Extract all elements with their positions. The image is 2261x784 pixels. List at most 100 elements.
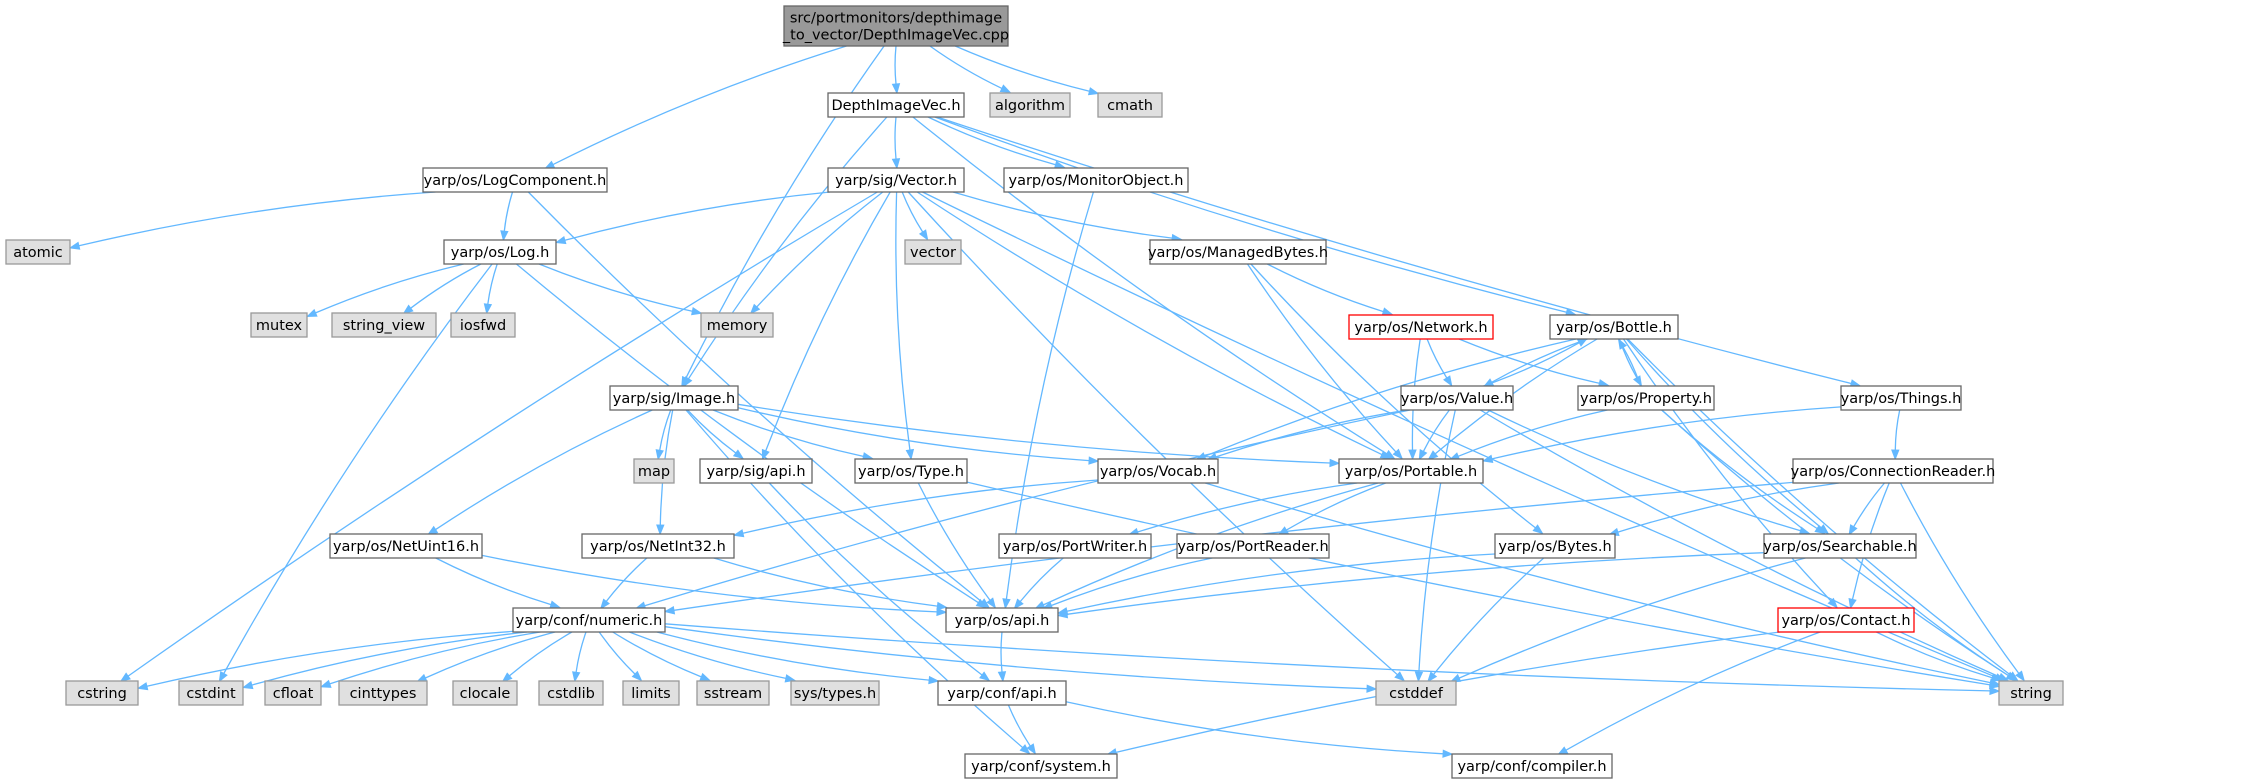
node-managedbytes[interactable]: yarp/os/ManagedBytes.h xyxy=(1148,239,1328,265)
edge-numeric-to-cstddef xyxy=(664,626,1378,693)
node-bytes[interactable]: yarp/os/Bytes.h xyxy=(1494,533,1616,559)
node-network[interactable]: yarp/os/Network.h xyxy=(1348,314,1494,340)
edge-searchable-to-cstddef xyxy=(1449,557,1806,683)
node-label: yarp/os/ManagedBytes.h xyxy=(1148,245,1328,261)
node-sstream: sstream xyxy=(696,680,770,706)
edge-arrowhead xyxy=(1414,671,1424,683)
node-contact[interactable]: yarp/os/Contact.h xyxy=(1777,607,1915,633)
edge-line xyxy=(916,191,1383,456)
edge-line xyxy=(1418,409,1456,673)
node-bottle[interactable]: yarp/os/Bottle.h xyxy=(1549,314,1679,340)
edge-arrowhead xyxy=(1532,524,1544,535)
edge-line xyxy=(1617,482,1839,533)
edge-arrowhead xyxy=(928,675,940,685)
edge-property-to-bottle xyxy=(1617,338,1642,387)
node-logcomponent[interactable]: yarp/os/LogComponent.h xyxy=(422,167,608,193)
node-box xyxy=(827,167,965,193)
node-sig-api[interactable]: yarp/sig/api.h xyxy=(699,458,813,484)
node-portwriter[interactable]: yarp/os/PortWriter.h xyxy=(998,533,1152,559)
edge-property-to-portable xyxy=(1448,409,1608,461)
edge-type-to-string xyxy=(966,481,2001,690)
node-label: yarp/os/Vocab.h xyxy=(1100,464,1216,480)
node-box xyxy=(329,533,483,559)
node-monitorobject[interactable]: yarp/os/MonitorObject.h xyxy=(1003,167,1189,193)
node-root[interactable]: src/portmonitors/depthimage_to_vector/De… xyxy=(782,5,1009,47)
edge-arrowhead xyxy=(1394,671,1406,682)
node-box xyxy=(827,92,965,118)
node-label: algorithm xyxy=(995,98,1065,114)
node-compiler[interactable]: yarp/conf/compiler.h xyxy=(1451,753,1613,779)
edge-log-to-string-view xyxy=(402,263,482,315)
edge-conf-api-to-compiler xyxy=(1065,701,1454,758)
edge-logcomponent-to-log xyxy=(500,191,514,242)
edge-searchable-to-os-api xyxy=(1056,552,1765,619)
edge-arrowhead xyxy=(1392,448,1404,460)
edge-line xyxy=(1286,482,1386,531)
edge-arrowhead xyxy=(1019,744,1031,755)
edge-arrowhead xyxy=(136,682,149,691)
node-label: yarp/os/Searchable.h xyxy=(1763,539,1916,555)
node-box xyxy=(783,5,1009,47)
node-portable[interactable]: yarp/os/Portable.h xyxy=(1338,458,1484,484)
edge-arrowhead xyxy=(1026,743,1037,755)
edge-line xyxy=(687,116,888,380)
edge-line xyxy=(917,482,991,601)
node-image[interactable]: yarp/sig/Image.h xyxy=(609,385,739,411)
edge-netuint16-to-numeric xyxy=(435,557,561,609)
node-label: yarp/os/Bottle.h xyxy=(1556,320,1672,336)
node-label: _to_vector/DepthImageVec.cpp xyxy=(782,28,1009,44)
edge-image-to-portable xyxy=(737,403,1341,468)
edge-line xyxy=(713,557,938,607)
edge-line xyxy=(1899,482,2020,674)
edge-line xyxy=(564,191,831,241)
edge-arrowhead xyxy=(1891,449,1900,461)
edge-line xyxy=(1066,553,1496,612)
edge-contact-to-compiler xyxy=(1556,631,1821,756)
node-type[interactable]: yarp/os/Type.h xyxy=(854,458,968,484)
node-cinttypes: cinttypes xyxy=(338,680,428,706)
node-string: string xyxy=(1998,680,2064,706)
node-netuint16[interactable]: yarp/os/NetUint16.h xyxy=(329,533,483,559)
edge-arrowhead xyxy=(1442,749,1454,758)
node-connectionreader[interactable]: yarp/os/ConnectionReader.h xyxy=(1791,458,1996,484)
node-value[interactable]: yarp/os/Value.h xyxy=(1400,385,1514,411)
edge-line xyxy=(966,481,1991,686)
edge-root-to-cmath xyxy=(954,45,1100,96)
node-numeric[interactable]: yarp/conf/numeric.h xyxy=(512,607,666,633)
node-os-api[interactable]: yarp/os/api.h xyxy=(945,607,1059,633)
edge-bottle-to-contact xyxy=(1622,338,1839,609)
edge-portwriter-to-os-api xyxy=(1013,557,1064,610)
edge-log-to-iosfwd xyxy=(483,263,498,315)
edge-network-to-value xyxy=(1426,338,1453,387)
node-system[interactable]: yarp/conf/system.h xyxy=(964,753,1118,779)
node-things[interactable]: yarp/os/Things.h xyxy=(1840,385,1962,411)
node-box xyxy=(1097,458,1219,484)
node-clocale: clocale xyxy=(452,680,518,706)
edge-line xyxy=(1491,406,1842,460)
node-label: yarp/os/Things.h xyxy=(1841,391,1962,407)
node-label: string xyxy=(2010,686,2052,702)
edge-arrowhead xyxy=(1087,87,1100,96)
node-log[interactable]: yarp/os/Log.h xyxy=(443,239,557,265)
node-searchable[interactable]: yarp/os/Searchable.h xyxy=(1763,533,1917,559)
node-portreader[interactable]: yarp/os/PortReader.h xyxy=(1176,533,1330,559)
edge-arrowhead xyxy=(986,597,997,609)
edge-line xyxy=(664,626,1368,690)
edge-vector-h-to-type xyxy=(895,191,915,461)
node-vocab[interactable]: yarp/os/Vocab.h xyxy=(1097,458,1219,484)
edge-arrowhead xyxy=(1997,672,2010,682)
edge-numeric-to-limits xyxy=(598,631,643,682)
node-depthimagevec[interactable]: DepthImageVec.h xyxy=(827,92,965,118)
edge-vector-h-to-log xyxy=(554,191,831,245)
node-netint32[interactable]: yarp/os/NetInt32.h xyxy=(581,533,735,559)
node-map: map xyxy=(633,458,675,484)
node-conf-api[interactable]: yarp/conf/api.h xyxy=(937,680,1067,706)
edge-line xyxy=(1458,557,1806,679)
node-cstring: cstring xyxy=(65,680,139,706)
node-property[interactable]: yarp/os/Property.h xyxy=(1577,385,1715,411)
edge-image-to-netuint16 xyxy=(426,409,653,536)
node-vector-h[interactable]: yarp/sig/Vector.h xyxy=(827,167,965,193)
node-box xyxy=(331,312,437,338)
node-box xyxy=(945,607,1059,633)
